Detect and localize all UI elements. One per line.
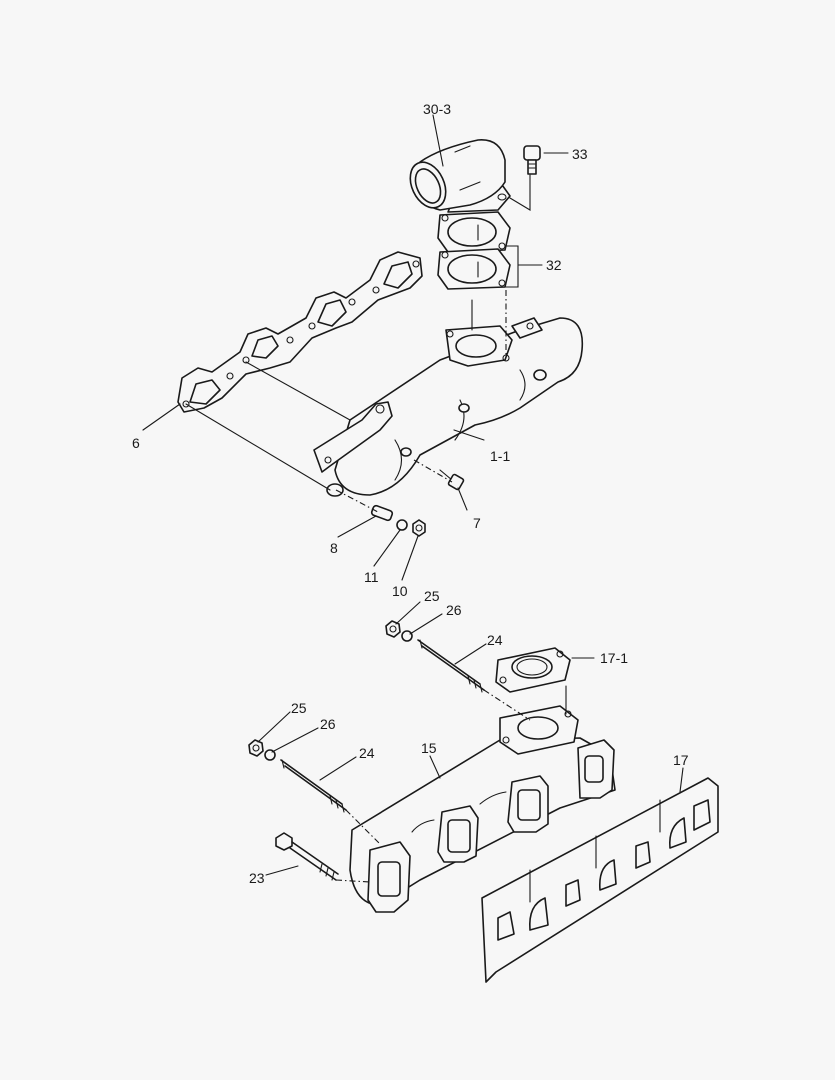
callout-26-upper: 26 [446, 602, 462, 618]
nut-25-lower-part [248, 739, 264, 757]
leader-lines [142, 114, 684, 876]
callout-23: 23 [249, 870, 265, 886]
stud-24-upper-part [417, 639, 485, 693]
nut-25-upper-part [385, 620, 401, 638]
bolt-23-part [275, 832, 339, 881]
plug-bolt-part [523, 145, 541, 175]
bolt-7-part [439, 469, 465, 491]
upper-exhaust-manifold-part [313, 317, 584, 497]
stud-24-lower-part [280, 759, 347, 813]
washer-11-part [396, 519, 408, 531]
lower-manifold-gasket-part [481, 777, 719, 983]
callout-17: 17 [673, 752, 689, 768]
stud-8-part [370, 504, 394, 522]
callout-25-lower: 25 [291, 700, 307, 716]
washer-26-lower-part [264, 749, 276, 761]
callout-15: 15 [421, 740, 437, 756]
callout-26-lower: 26 [320, 716, 336, 732]
nut-10-part [412, 519, 426, 537]
alignment-lines [185, 290, 567, 883]
washer-26-upper-part [401, 630, 413, 642]
callout-17-1: 17-1 [600, 650, 629, 666]
elbow-outlet-part [409, 139, 511, 213]
callout-8: 8 [330, 540, 338, 556]
callout-6: 6 [132, 435, 140, 451]
gasket-pair-part [437, 211, 511, 290]
callout-24-lower: 24 [359, 745, 375, 761]
callout-30-3: 30-3 [423, 101, 452, 117]
flange-gasket-part [495, 647, 571, 693]
callout-25-upper: 25 [424, 588, 440, 604]
callout-7: 7 [473, 515, 481, 531]
callout-32: 32 [546, 257, 562, 273]
callout-24-upper: 24 [487, 632, 503, 648]
upper-manifold-gasket-part [177, 251, 423, 413]
callout-1-1: 1-1 [490, 448, 511, 464]
lower-exhaust-manifold-part [349, 705, 616, 913]
callout-33: 33 [572, 146, 588, 162]
callout-10: 10 [392, 583, 408, 599]
callout-11: 11 [364, 569, 379, 585]
